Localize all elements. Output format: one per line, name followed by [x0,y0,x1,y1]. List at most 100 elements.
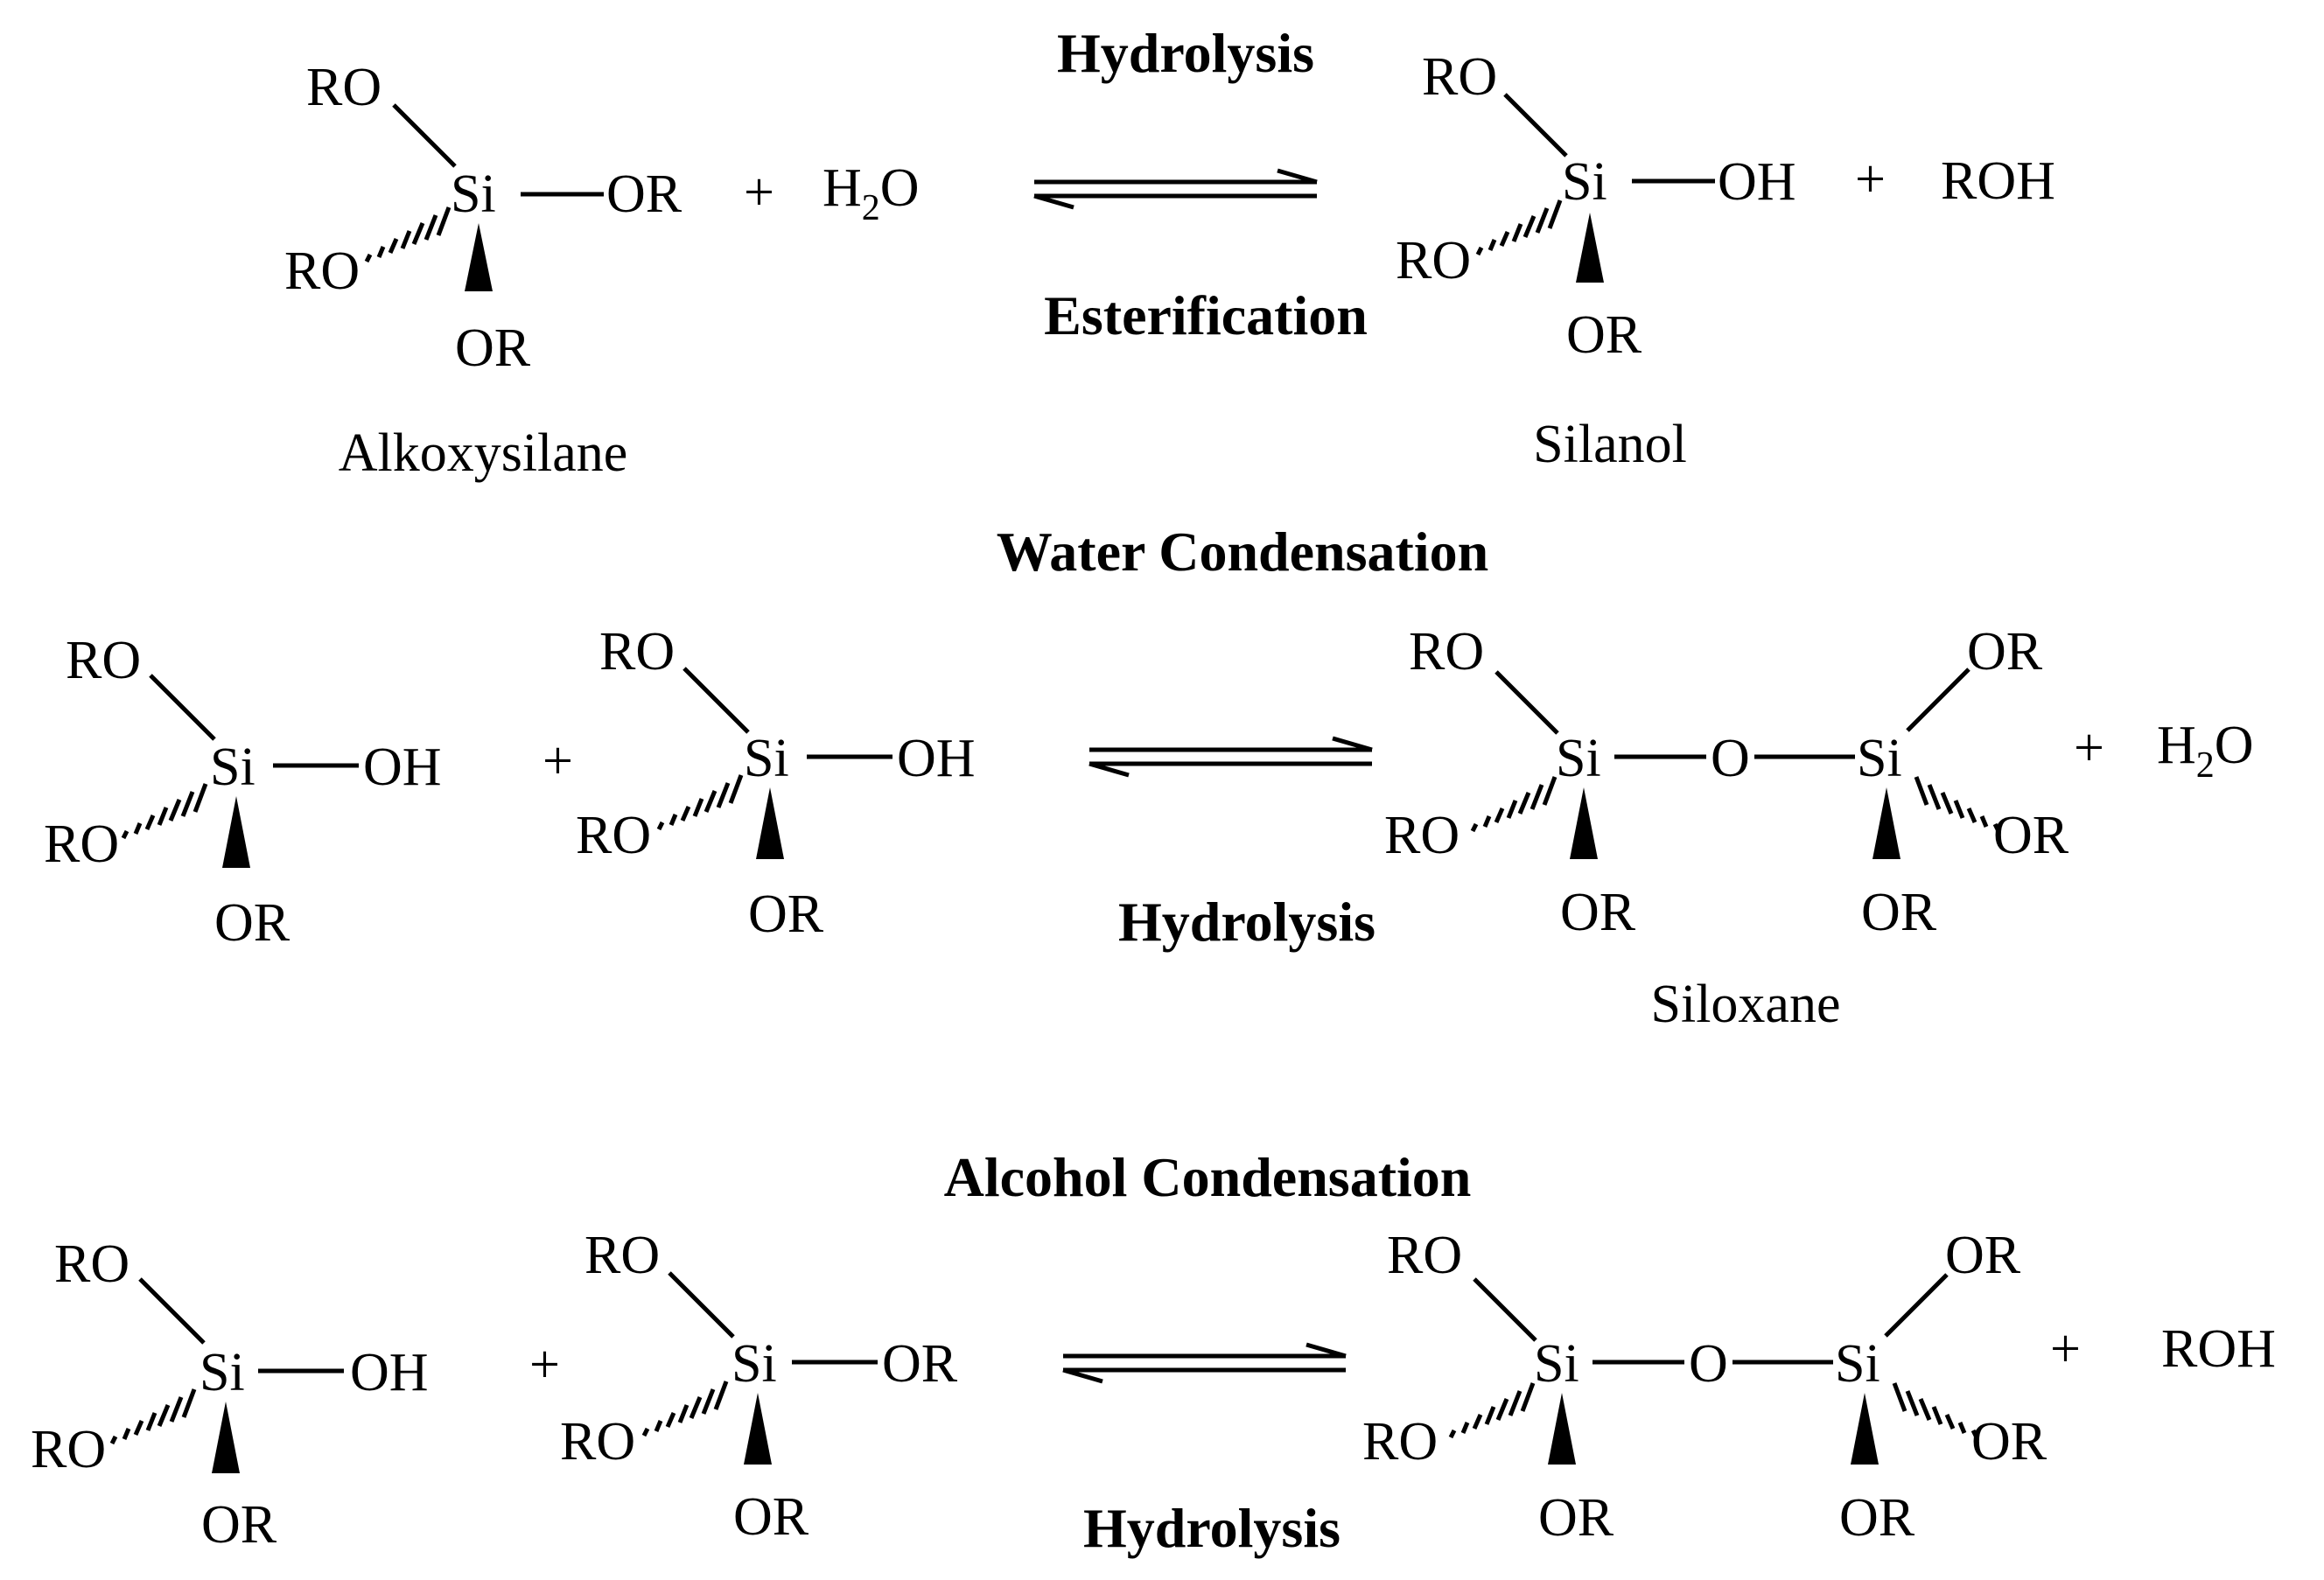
reactant-caption: Alkoxysilane [339,423,628,483]
or-label: OR [1945,1226,2021,1285]
bond-si-or-right [1884,1273,1949,1338]
si-label: Si [1857,729,1902,788]
si-label: Si [744,729,789,788]
plus-sign: + [529,1335,560,1395]
ro-label: RO [31,1420,106,1479]
bond-ro-si [138,1277,206,1345]
ro-label: RO [1362,1412,1438,1472]
svg-text:H2O: H2O [2157,716,2254,786]
ro-label: RO [1409,622,1484,682]
si-label: Si [451,164,496,224]
or-label: OR [201,1495,277,1555]
reaction-title: Alcohol Condensation [944,1146,1472,1208]
water-formula: H2O [2157,716,2254,786]
or-label: OR [1971,1412,2048,1472]
bond-ro-si [392,103,457,168]
product-caption: Silanol [1533,415,1687,474]
alkoxysilane-molecule: RO Si OR RO OR [284,58,682,378]
or-label: OR [733,1487,809,1547]
roh-label: ROH [1941,151,2055,211]
or-label: OR [455,318,531,378]
bond-ro-si [668,1271,735,1339]
ro-label: RO [560,1412,635,1472]
si-label: Si [200,1343,245,1402]
ro-label: RO [54,1234,130,1294]
bottom-condition-label: Esterification [1044,284,1368,346]
plus-sign: + [2050,1319,2081,1379]
oh-label: OH [897,729,976,788]
bottom-condition-label: Hydrolysis [1083,1497,1340,1559]
water-h: H [822,158,862,218]
wedge-bond [744,1393,772,1465]
equilibrium-arrow[interactable] [1033,168,1318,210]
plus-sign: + [1855,150,1886,209]
or-label: OR [1538,1488,1614,1548]
equilibrium-arrow[interactable] [1062,1342,1347,1384]
silanol-molecule: RO Si OH RO OR [44,631,442,953]
wedge-bond-right [1872,787,1900,859]
bond-ro-si-left [1494,670,1559,735]
hashed-bond [656,774,744,831]
or-label: OR [214,893,290,953]
or-label: OR [1566,305,1642,365]
water-formula: H2O [822,158,920,228]
ro-label: RO [1387,1226,1462,1285]
wedge-bond-left [1548,1393,1576,1465]
reaction-1: RO Si OR RO OR + H2O Hydrolysis Esterifi… [284,22,2055,483]
ro-label: RO [66,631,141,690]
reaction-3: Alcohol Condensation RO Si OH RO OR + [31,1146,2276,1559]
hashed-bond [364,206,452,263]
plus-sign: + [2074,718,2104,778]
siloxane-molecule: RO Si O Si OR RO OR OR OR [1362,1226,2048,1548]
svg-text:H2O: H2O [822,158,920,228]
or-label: OR [1839,1488,1915,1548]
hashed-bond-right [1914,776,2001,833]
wedge-bond [756,787,784,859]
hashed-bond [109,1388,197,1445]
bond-si-or-right [1906,668,1970,732]
si-label: Si [210,738,256,797]
wedge-bond-left [1570,787,1598,859]
bridging-o-label: O [1711,729,1750,788]
bridging-o-label: O [1689,1334,1728,1394]
equilibrium-arrow[interactable] [1088,736,1373,778]
ro-label: RO [1396,231,1471,290]
ro-label: RO [1422,47,1497,107]
hashed-bond [1475,199,1563,256]
oh-label: OH [350,1343,429,1402]
hashed-bond [121,783,208,840]
top-condition-label: Hydrolysis [1057,22,1314,84]
hashed-bond-left [1470,776,1558,833]
oh-label: OH [363,738,442,797]
bond-ro-si [1503,93,1568,157]
oh-label: OH [1718,152,1796,212]
silanol-molecule: RO Si OH RO OR [576,622,976,944]
wedge-bond [222,796,250,868]
si-label: Si [1534,1334,1579,1394]
or-label: OR [1560,883,1636,942]
or-label: OR [1993,806,2069,865]
plus-sign: + [542,731,573,791]
water-h: H [2157,716,2196,775]
wedge-bond-right [1851,1393,1879,1465]
hashed-bond-left [1448,1382,1536,1439]
product-caption: Siloxane [1651,975,1841,1034]
bottom-condition-label: Hydrolysis [1118,891,1376,953]
reaction-title: Water Condensation [997,521,1488,583]
wedge-bond [212,1402,240,1473]
roh-label: ROH [2161,1319,2276,1379]
or-label: OR [1861,883,1937,942]
wedge-bond [465,223,493,291]
hashed-bond [641,1381,729,1437]
ro-label: RO [599,622,675,682]
siloxane-molecule: RO Si O Si OR RO OR OR OR [1384,622,2069,942]
bond-ro-si [682,667,750,734]
silanol-molecule: RO Si OH RO OR [31,1234,429,1555]
si-label: Si [1556,729,1601,788]
si-label: Si [732,1334,777,1394]
ro-label: RO [284,241,360,301]
hashed-bond-right [1892,1382,1979,1439]
ro-label: RO [306,58,382,117]
